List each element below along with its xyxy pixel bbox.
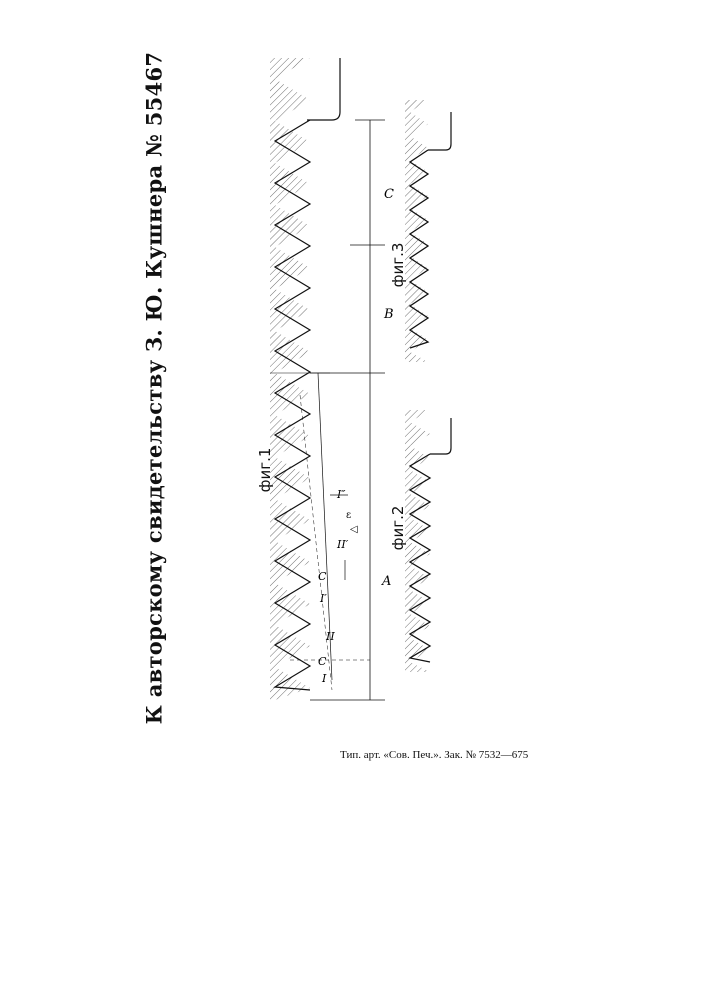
svg-text:I: I [321,672,327,685]
figure-1-label: фиг.1 [256,448,274,493]
svg-text:ɛ: ɛ [346,510,351,521]
svg-text:◁: ◁ [350,524,358,535]
figure-3-label: фиг.3 [389,243,407,288]
svg-text:C: C [318,655,327,668]
svg-text:I″: I″ [336,488,346,501]
svg-text:B: B [383,307,394,322]
svg-text:II: II [325,630,335,643]
svg-text:C: C [318,570,327,583]
figure-1-drawing: C B A C C I″ II′ I′ II I ɛ ◁ [270,58,394,700]
figure-2-drawing [405,410,451,672]
svg-text:I′: I′ [319,592,327,605]
svg-text:II′: II′ [336,538,349,551]
figure-3-drawing [405,100,451,362]
print-footer: Тип. арт. «Сов. Печ.». Зак. № 7532—675 [340,749,528,761]
svg-text:A: A [381,574,391,589]
svg-text:C: C [384,187,394,202]
figure-2-label: фиг.2 [389,506,407,551]
